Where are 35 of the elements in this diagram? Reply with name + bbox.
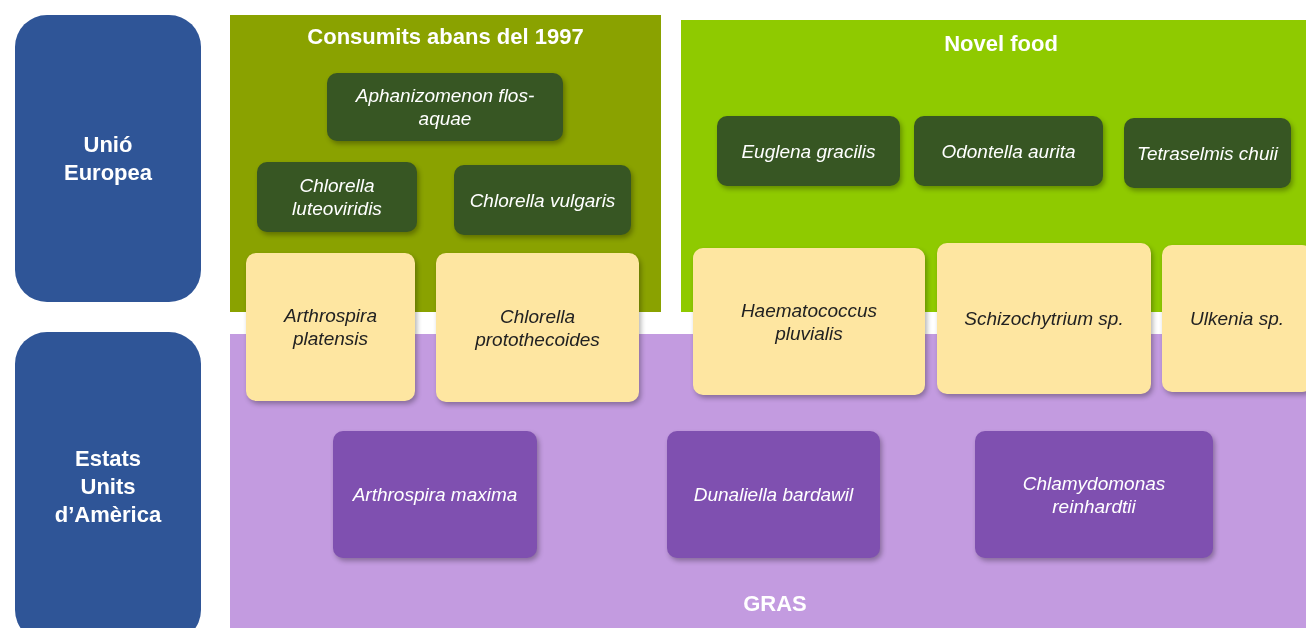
- species-card: [667, 431, 880, 558]
- species-card: [454, 165, 631, 235]
- species-card: [693, 248, 925, 395]
- region-panel: [15, 332, 201, 628]
- species-name: Arthrospira platensis: [282, 304, 378, 350]
- species-name: Arthrospira maxima: [352, 483, 518, 506]
- species-card: [914, 116, 1103, 186]
- species-card: [717, 116, 900, 186]
- species-card: [1124, 118, 1291, 188]
- species-card: [327, 73, 563, 141]
- region-panel: [15, 15, 201, 302]
- species-name: Chlorella vulgaris: [469, 188, 616, 212]
- species-name: Haematococcus pluvialis: [739, 298, 879, 345]
- species-card: [1162, 245, 1306, 392]
- species-card: [333, 431, 537, 558]
- species-card: [436, 253, 639, 402]
- species-name: Schizochytrium sp.: [964, 307, 1124, 330]
- region-label: Unió Europea: [63, 130, 153, 187]
- species-name: Odontella aurita: [941, 139, 1076, 163]
- panel-title: Consumits abans del 1997: [306, 23, 585, 51]
- species-card: [246, 253, 415, 401]
- region-label: Estats Units d’Amèrica: [53, 445, 163, 529]
- species-name: Chlorella protothecoides: [474, 304, 601, 351]
- species-name: Ulkenia sp.: [1190, 307, 1284, 330]
- species-name: Chlamydomonas reinhardtii: [1021, 471, 1167, 518]
- species-card: [257, 162, 417, 232]
- species-name: Euglena gracilis: [741, 139, 876, 163]
- species-card: [937, 243, 1151, 394]
- species-name: Aphanizomenon flos-aquae: [354, 84, 536, 130]
- panel-title: Novel food: [943, 30, 1059, 58]
- species-name: Chlorella luteoviridis: [291, 174, 383, 220]
- species-card: [975, 431, 1213, 558]
- species-name: Dunaliella bardawil: [693, 483, 854, 506]
- species-name: Tetraselmis chuii: [1137, 141, 1278, 165]
- panel-title: GRAS: [742, 590, 808, 618]
